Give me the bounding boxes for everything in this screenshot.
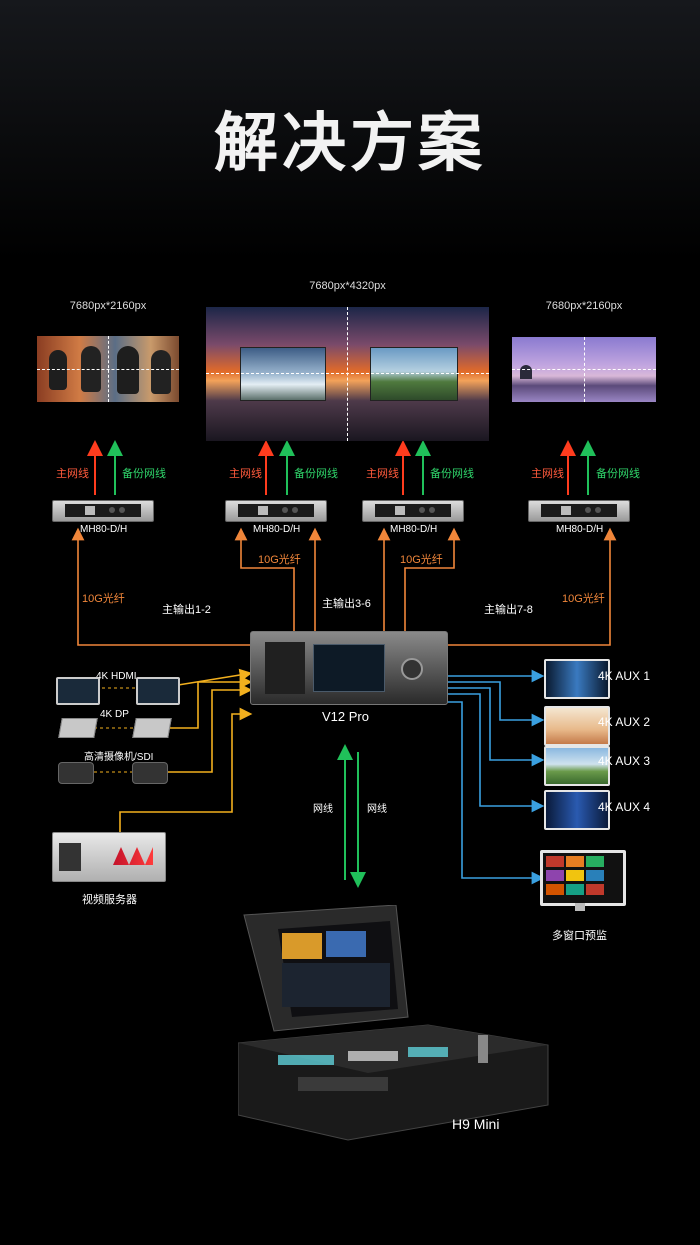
input-label-sdi: 高清摄像机/SDI (84, 752, 154, 763)
fiber-links (71, 527, 617, 646)
network-label-right: 网线 (367, 804, 387, 815)
v12-pro-processor (250, 631, 448, 705)
center-screen-window-2 (370, 347, 458, 401)
aux-monitor-4 (544, 790, 610, 830)
backup-link-label-1: 备份网线 (122, 468, 166, 480)
receiver-device-2 (225, 500, 327, 522)
receiver-label-2: MH80-D/H (253, 524, 301, 535)
aux-label-3: 4K AUX 3 (598, 754, 651, 768)
backup-link-label-2: 备份网线 (294, 468, 338, 480)
receiver-label-4: MH80-D/H (556, 524, 604, 535)
fiber-label-4: 10G光纤 (562, 593, 605, 605)
network-label-left: 网线 (313, 804, 333, 815)
backup-link-label-3: 备份网线 (430, 468, 474, 480)
main-link-label-4: 主网线 (531, 468, 564, 480)
receiver-device-3 (362, 500, 464, 522)
right-screen-resolution: 7680px*2160px (545, 300, 623, 312)
aux-label-2: 4K AUX 2 (598, 715, 651, 729)
receiver-label-1: MH80-D/H (80, 524, 128, 535)
input-links (119, 668, 253, 832)
input-label-hdmi: 4K HDMI (96, 671, 137, 682)
main-backup-links (87, 440, 596, 495)
fiber-label-3: 10G光纤 (400, 554, 443, 566)
left-screen-resolution: 7680px*2160px (69, 300, 147, 312)
receiver-device-1 (52, 500, 154, 522)
hdmi-source-monitor-icon (56, 677, 100, 705)
aux-label-1: 4K AUX 1 (598, 669, 651, 683)
video-server-device (52, 832, 166, 882)
center-screen-resolution: 7680px*4320px (309, 280, 386, 292)
multiview-monitor (540, 850, 626, 906)
backup-link-label-4: 备份网线 (596, 468, 640, 480)
sdi-camera-icon-1 (58, 762, 94, 784)
video-server-label: 视频服务器 (82, 894, 137, 906)
left-led-screen (37, 336, 179, 402)
receiver-label-3: MH80-D/H (390, 524, 438, 535)
fiber-label-2: 10G光纤 (258, 554, 301, 566)
console-label: H9 Mini (452, 1116, 500, 1132)
input-label-dp: 4K DP (100, 709, 129, 720)
receiver-device-4 (528, 500, 630, 522)
aux-monitor-3 (544, 746, 610, 786)
dp-target-laptop-icon (132, 718, 172, 738)
main-link-label-3: 主网线 (366, 468, 399, 480)
output-label-3-6: 主输出3-6 (322, 598, 371, 610)
multiview-label: 多窗口预监 (552, 930, 607, 942)
h9-mini-console (238, 905, 549, 1141)
aux-links (446, 669, 545, 885)
multiview-stand (575, 903, 585, 911)
network-links (337, 744, 366, 888)
main-link-label-2: 主网线 (229, 468, 262, 480)
right-led-screen (512, 337, 656, 402)
output-label-1-2: 主输出1-2 (162, 604, 211, 616)
processor-label: V12 Pro (322, 709, 369, 724)
dp-source-laptop-icon (58, 718, 98, 738)
main-link-label-1: 主网线 (56, 468, 89, 480)
aux-monitor-1 (544, 659, 610, 699)
aux-label-4: 4K AUX 4 (598, 800, 651, 814)
page-title: 解决方案 (214, 107, 486, 181)
center-led-screen (206, 307, 489, 441)
output-label-7-8: 主输出7-8 (484, 604, 533, 616)
source-dash-lines (94, 687, 136, 773)
hdmi-target-monitor-icon (136, 677, 180, 705)
aux-monitor-2 (544, 706, 610, 746)
fiber-label-1: 10G光纤 (82, 593, 125, 605)
sdi-camera-icon-2 (132, 762, 168, 784)
center-screen-window-1 (240, 347, 326, 401)
